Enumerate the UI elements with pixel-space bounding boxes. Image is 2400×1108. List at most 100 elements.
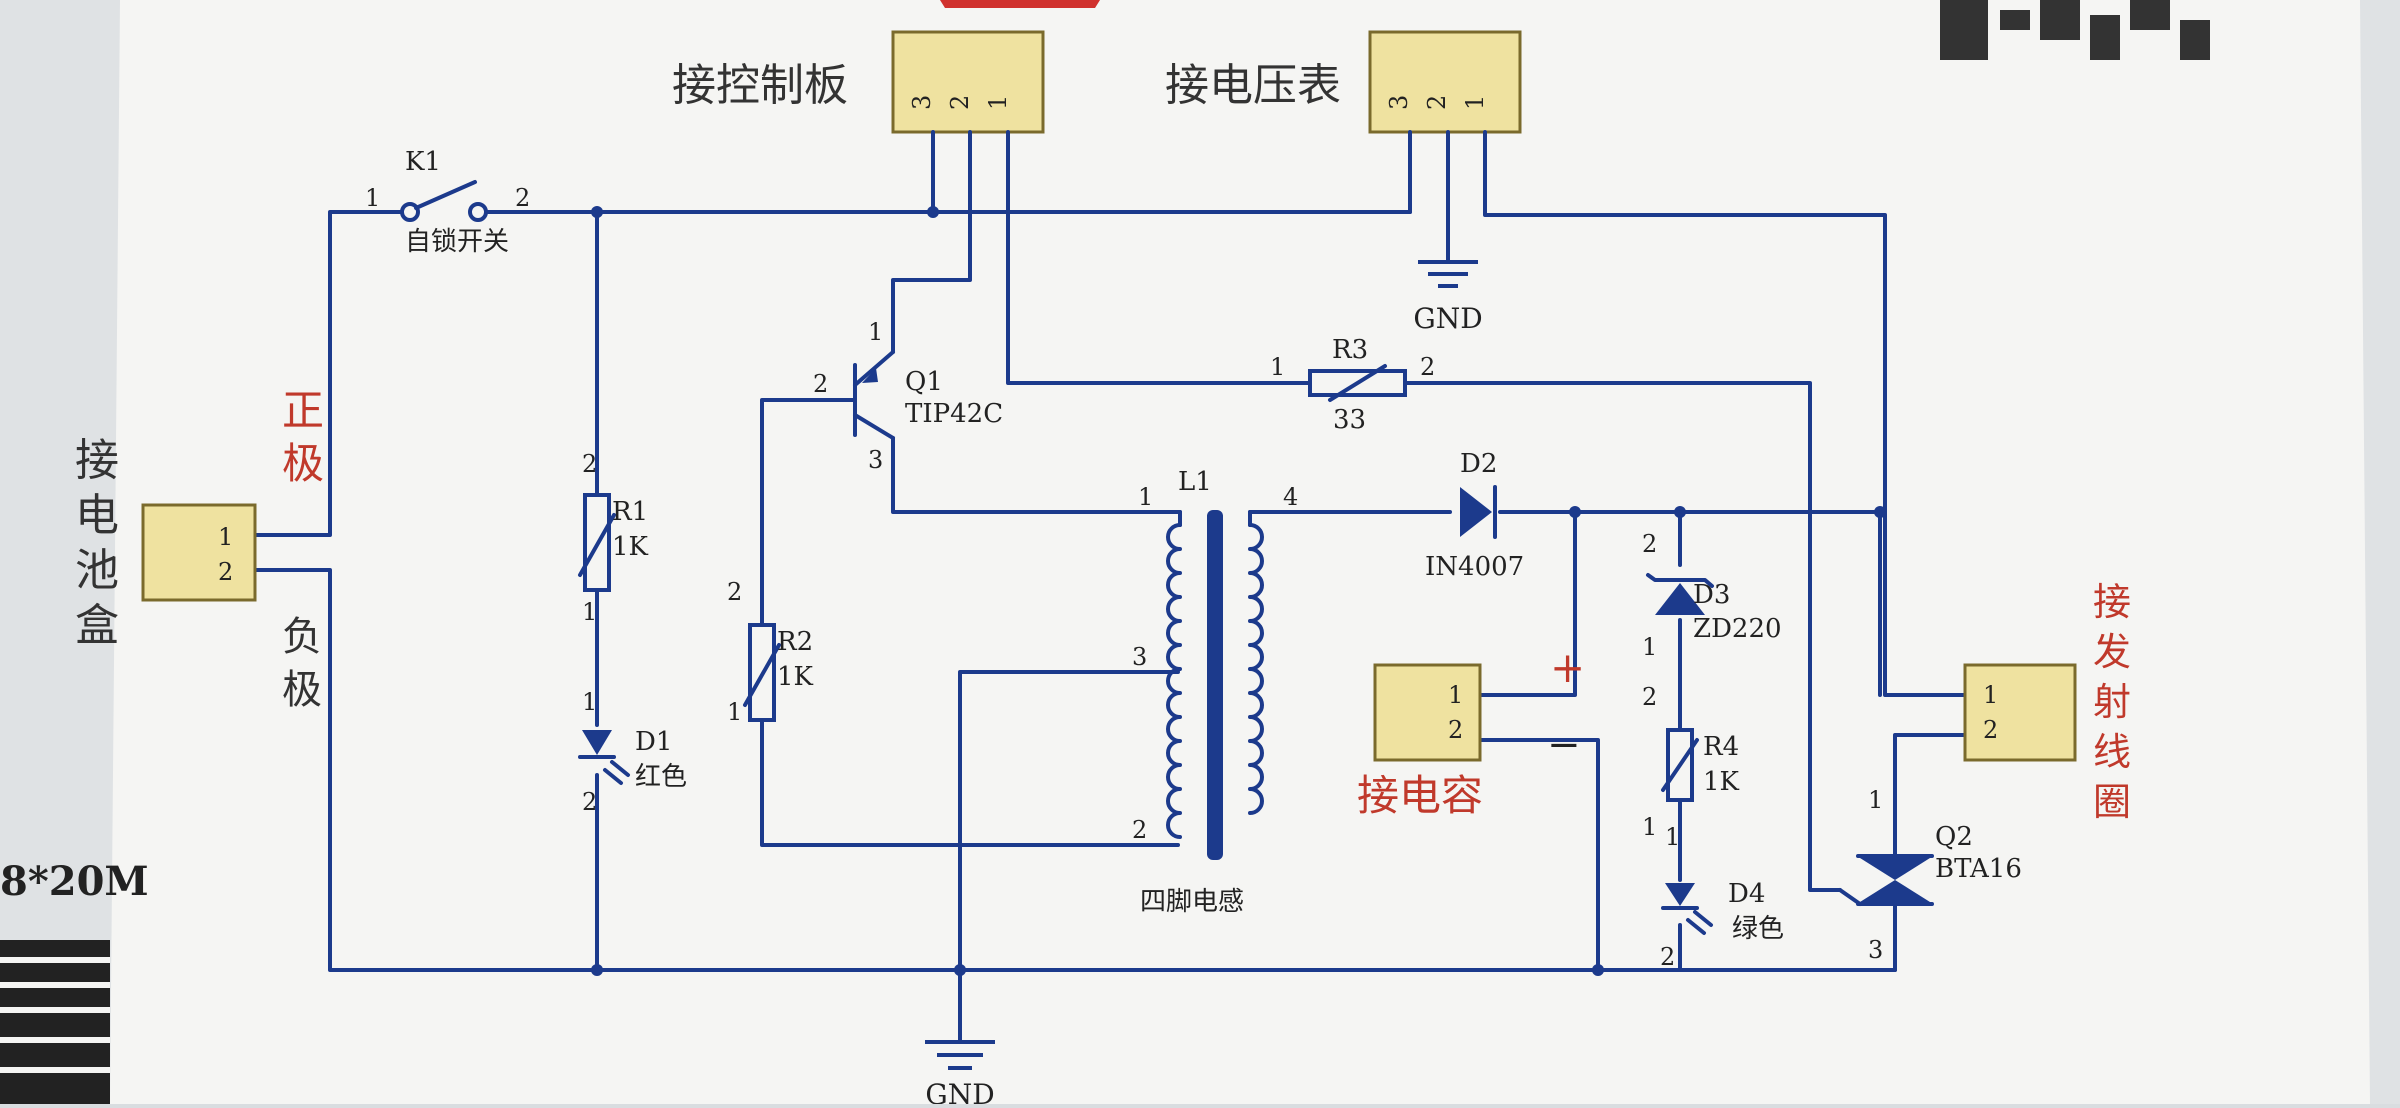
battery-connector: 1 2	[141, 503, 257, 602]
r3-pin1: 1	[1270, 353, 1285, 381]
d4-led	[1661, 883, 1713, 935]
r2-ref: R2	[777, 627, 813, 657]
positive-char: 极	[282, 439, 324, 488]
battery-label-char: 盒	[75, 600, 119, 651]
d4-pin-bottom: 2	[1660, 943, 1675, 971]
d1-pin-top: 1	[582, 688, 597, 716]
l1-pin4: 4	[1283, 483, 1298, 511]
d1-ref: D1	[635, 727, 672, 757]
q2-value: BTA16	[1935, 854, 2022, 884]
l1-pin1: 1	[1138, 483, 1153, 511]
d3-ref: D3	[1693, 580, 1730, 610]
q1-transistor	[853, 350, 895, 440]
control-pin-2: 2	[946, 95, 974, 110]
d1-led	[578, 730, 630, 785]
control-board-label: 接控制板	[672, 60, 848, 111]
r3-ref: R3	[1332, 335, 1368, 365]
d4-pin-top: 1	[1665, 823, 1680, 851]
negative-char: 负	[282, 614, 322, 660]
l1-ref: L1	[1178, 467, 1212, 497]
negative-label: 负 极	[282, 614, 322, 713]
d3-value: ZD220	[1693, 614, 1782, 644]
positive-label: 正 极	[282, 386, 324, 488]
voltmeter-label: 接电压表	[1165, 60, 1341, 111]
coil-label-char: 接	[2093, 580, 2131, 624]
k1-name: 自锁开关	[405, 227, 509, 257]
r4-pin-top: 2	[1642, 683, 1657, 711]
r2-pin-bottom: 1	[727, 698, 742, 726]
battery-pin-2: 2	[218, 558, 233, 586]
d3-pin-top: 2	[1642, 530, 1657, 558]
wires	[253, 143, 1967, 1042]
coil-label-char: 线	[2093, 730, 2131, 774]
battery-label: 接 电 池 盒	[75, 435, 119, 651]
k1-ref: K1	[405, 147, 441, 177]
volt-pin-1: 1	[1461, 95, 1489, 110]
volt-pin-3: 3	[1385, 95, 1413, 110]
barcode-lines	[0, 957, 110, 1073]
r1-resistor	[578, 493, 616, 592]
r3-resistor	[1308, 364, 1407, 402]
r1-pin-top: 2	[582, 450, 597, 478]
q1-pin1: 1	[868, 318, 883, 346]
coil-pin-1: 1	[1983, 681, 1998, 709]
r4-resistor	[1661, 728, 1699, 802]
control-pin-3: 3	[908, 95, 936, 110]
gnd-symbol-bottom	[925, 1040, 995, 1070]
capacitor-connector: 1 2	[1373, 663, 1482, 762]
r2-value: 1K	[777, 662, 814, 692]
battery-label-char: 电	[75, 490, 119, 541]
d2-ref: D2	[1460, 449, 1497, 479]
d4-value: 绿色	[1732, 914, 1784, 944]
r3-value: 33	[1333, 405, 1366, 435]
q1-value: TIP42C	[905, 399, 1003, 429]
volt-pin-2: 2	[1423, 95, 1451, 110]
r1-ref: R1	[612, 497, 648, 527]
l1-inductor	[1166, 510, 1264, 860]
cap-plus: +	[1550, 643, 1585, 692]
d3-zener	[1646, 573, 1714, 615]
battery-label-char: 接	[75, 435, 119, 486]
d1-value: 红色	[635, 762, 687, 792]
junction-dots	[591, 206, 1886, 976]
gnd-label-top: GND	[1413, 302, 1482, 335]
positive-char: 正	[282, 386, 324, 435]
d2-diode	[1460, 485, 1497, 539]
d4-ref: D4	[1728, 879, 1765, 909]
q1-pin3: 3	[868, 446, 883, 474]
r2-resistor	[743, 623, 781, 722]
q1-pin2: 2	[813, 370, 828, 398]
q2-pin1: 1	[1868, 786, 1883, 814]
l1-name: 四脚电感	[1140, 887, 1244, 917]
r2-pin-top: 2	[727, 578, 742, 606]
gnd-label-bottom: GND	[925, 1078, 994, 1104]
l1-pin3: 3	[1132, 643, 1147, 671]
cap-pin-2: 2	[1448, 716, 1463, 744]
d3-pin-bottom: 1	[1642, 633, 1657, 661]
coil-label-char: 圈	[2093, 780, 2131, 824]
battery-label-char: 池	[75, 545, 119, 596]
qr-code	[1940, 0, 2210, 60]
r4-pin-bottom: 1	[1642, 813, 1657, 841]
r3-pin2: 2	[1420, 353, 1435, 381]
d1-pin-bottom: 2	[582, 788, 597, 816]
cap-pin-1: 1	[1448, 681, 1463, 709]
q2-pin3: 3	[1868, 936, 1883, 964]
negative-char: 极	[282, 667, 322, 713]
size-label: 8*20M	[0, 858, 149, 905]
d2-value: IN4007	[1425, 552, 1524, 582]
coil-label-char: 射	[2093, 680, 2131, 724]
gnd-symbol-top	[1418, 260, 1478, 288]
q1-ref: Q1	[905, 367, 943, 397]
k1-pin2: 2	[515, 184, 530, 212]
coil-connector: 1 2	[1963, 663, 2077, 762]
l1-pin2: 2	[1132, 816, 1147, 844]
r1-pin-bottom: 1	[582, 598, 597, 626]
voltmeter-connector: 3 2 1	[1368, 30, 1522, 147]
coil-label: 接 发 射 线 圈	[2093, 580, 2131, 824]
coil-pin-2: 2	[1983, 716, 1998, 744]
top-red-mark	[940, 0, 1100, 8]
paper-sheet	[110, 0, 2370, 1104]
